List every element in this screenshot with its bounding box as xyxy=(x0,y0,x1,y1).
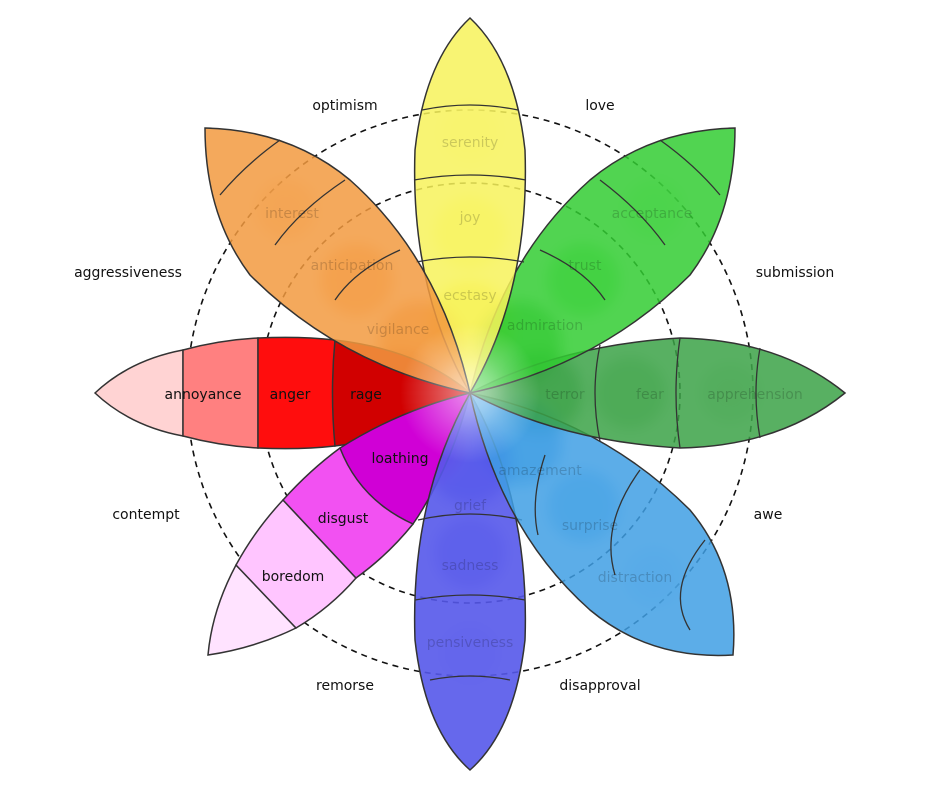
petal-label-fear: fear xyxy=(636,387,664,403)
petal-anticipation xyxy=(204,127,471,394)
fear-band-line-3 xyxy=(755,347,761,439)
petal-joy xyxy=(413,16,527,395)
dyad-label-disapproval: disapproval xyxy=(559,678,640,694)
joy-band-line-2 xyxy=(413,174,527,181)
trust-band-line-3 xyxy=(659,139,721,196)
anticipation-band-line-3 xyxy=(334,249,401,301)
petal-label-apprehension: apprehension xyxy=(707,387,802,403)
petal-label-interest: interest xyxy=(265,206,319,222)
petal-label-terror: terror xyxy=(545,387,585,403)
petal-label-anticipation: anticipation xyxy=(311,258,394,274)
anticipation-band-line-2 xyxy=(274,179,346,246)
surprise-band-line-3 xyxy=(679,539,706,631)
dyad-label-submission: submission xyxy=(756,265,835,281)
dyad-label-contempt: contempt xyxy=(112,507,180,523)
fear-band-line-2 xyxy=(675,337,681,449)
petal-trust xyxy=(469,127,736,394)
petal-label-loathing: loathing xyxy=(371,451,428,467)
petal-label-boredom: boredom xyxy=(262,569,325,585)
petal-label-annoyance: annoyance xyxy=(165,387,242,403)
petal-label-disgust: disgust xyxy=(318,511,369,527)
petal-label-trust: trust xyxy=(569,258,602,274)
petal-label-sadness: sadness xyxy=(442,558,499,574)
dyad-label-optimism: optimism xyxy=(312,98,377,114)
petal-label-acceptance: acceptance xyxy=(612,206,693,222)
fear-band-line-1 xyxy=(594,344,601,442)
petal-label-ecstasy: ecstasy xyxy=(443,288,496,304)
sadness-band-line-3 xyxy=(429,675,511,681)
dyad-label-remorse: remorse xyxy=(316,678,374,694)
petal-label-admiration: admiration xyxy=(507,318,583,334)
petal-fear xyxy=(468,337,847,449)
anticipation-petal-shape xyxy=(204,127,471,394)
fear-petal-shape xyxy=(468,337,847,449)
sadness-petal-shape xyxy=(413,391,527,772)
joy-band-line-3 xyxy=(415,256,525,263)
joy-petal-shape xyxy=(413,16,527,395)
joy-band-line-1 xyxy=(421,104,519,111)
trust-band-line-1 xyxy=(539,249,606,301)
center-glow xyxy=(400,323,540,463)
anticipation-band-line-1 xyxy=(219,139,281,196)
surprise-band-line-2 xyxy=(610,469,641,576)
petal-label-distraction: distraction xyxy=(598,570,672,586)
petal-label-pensiveness: pensiveness xyxy=(427,635,514,651)
sadness-band-line-1 xyxy=(417,513,523,521)
surprise-petal-shape xyxy=(469,392,735,657)
petal-label-grief: grief xyxy=(454,498,487,514)
trust-petal-shape xyxy=(469,127,736,394)
petal-label-surprise: surprise xyxy=(562,518,618,534)
dyad-label-aggressiveness: aggressiveness xyxy=(74,265,182,281)
petal-label-rage: rage xyxy=(350,387,382,403)
dyad-label-love: love xyxy=(585,98,614,114)
petal-label-amazement: amazement xyxy=(498,463,582,479)
surprise-band-line-1 xyxy=(534,454,546,536)
dyad-label-awe: awe xyxy=(754,507,783,523)
trust-band-line-2 xyxy=(599,179,666,246)
petal-label-vigilance: vigilance xyxy=(367,322,430,338)
petal-label-serenity: serenity xyxy=(442,135,499,151)
petal-label-joy: joy xyxy=(459,210,481,226)
petal-surprise xyxy=(469,392,735,657)
petal-label-anger: anger xyxy=(270,387,311,403)
petal-sadness xyxy=(413,391,527,772)
petals-sharp-layer xyxy=(93,16,847,772)
petal-anger xyxy=(93,336,472,450)
sadness-band-line-2 xyxy=(414,594,526,601)
